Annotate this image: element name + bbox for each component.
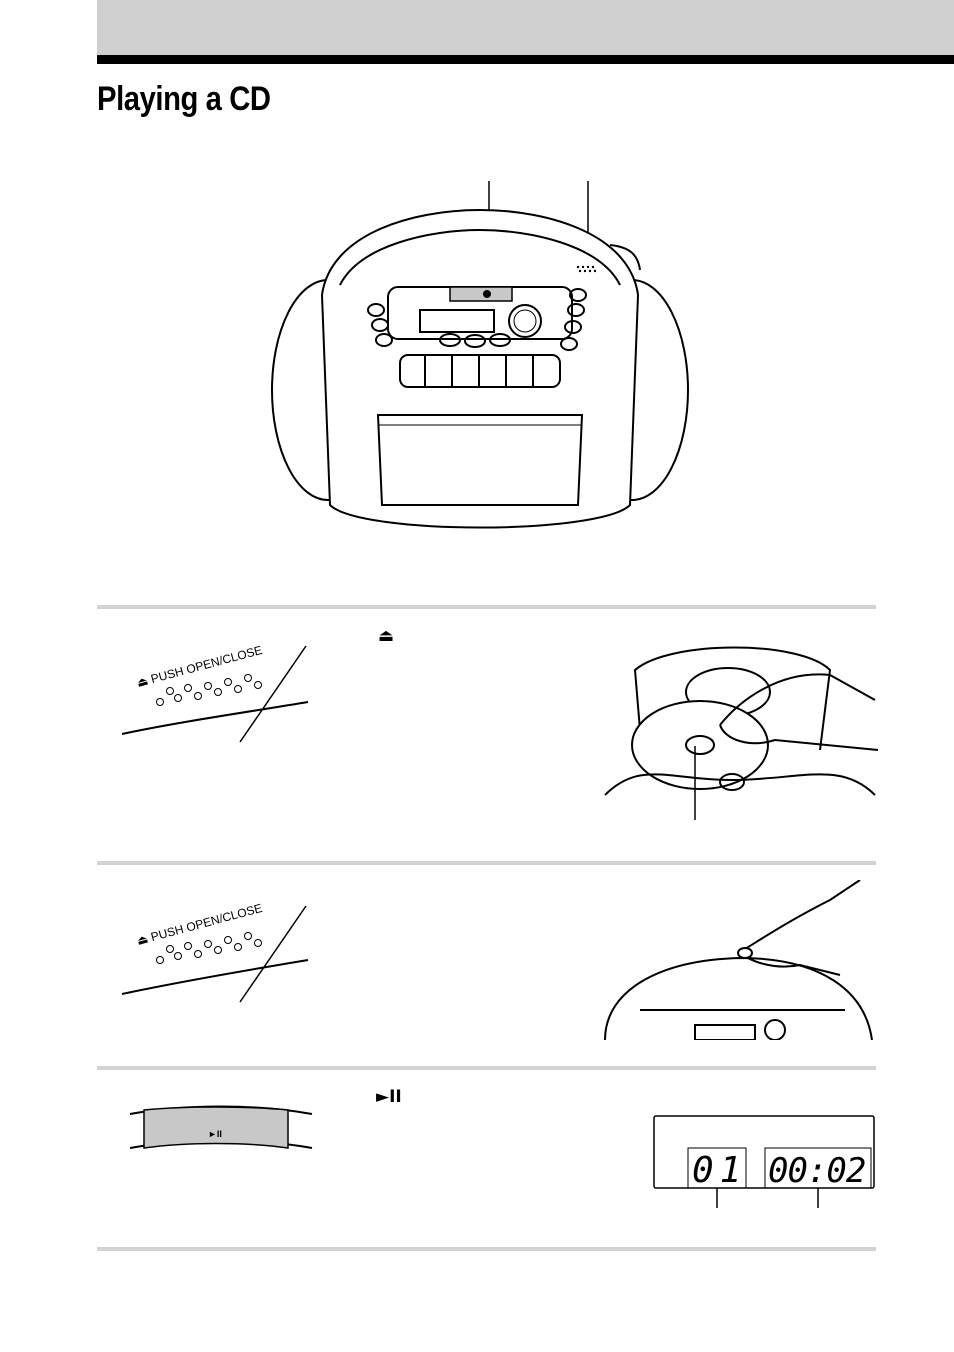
cd-insert-illustration bbox=[604, 646, 878, 820]
elapsed-time: 00:02 bbox=[768, 1151, 865, 1191]
step-2-rule bbox=[97, 861, 876, 865]
page-title: Playing a CD bbox=[97, 80, 271, 118]
lid-close-illustration bbox=[604, 880, 873, 1040]
track-number: 01 bbox=[692, 1150, 747, 1191]
push-open-close-label: ⏏ PUSH OPEN/CLOSE bbox=[135, 901, 264, 948]
header-rule bbox=[97, 55, 954, 64]
push-open-close-label: ⏏ PUSH OPEN/CLOSE bbox=[135, 643, 264, 690]
header-band bbox=[97, 0, 954, 55]
step-3-rule bbox=[97, 1066, 876, 1070]
play-pause-button-illustration: ►II bbox=[129, 1105, 313, 1149]
bottom-rule bbox=[97, 1247, 876, 1251]
eject-icon: ⏏ bbox=[378, 626, 395, 646]
cd-display: 01 00:02 bbox=[653, 1115, 875, 1208]
boombox-illustration bbox=[271, 181, 689, 529]
step-1-rule bbox=[97, 605, 876, 609]
step-2-panel-illustration: ⏏ PUSH OPEN/CLOSE bbox=[121, 901, 309, 1003]
play-pause-icon: ►II bbox=[376, 1087, 402, 1107]
play-pause-button-label: ►II bbox=[208, 1129, 222, 1139]
step-1-panel-illustration: ⏏ PUSH OPEN/CLOSE bbox=[121, 643, 309, 743]
